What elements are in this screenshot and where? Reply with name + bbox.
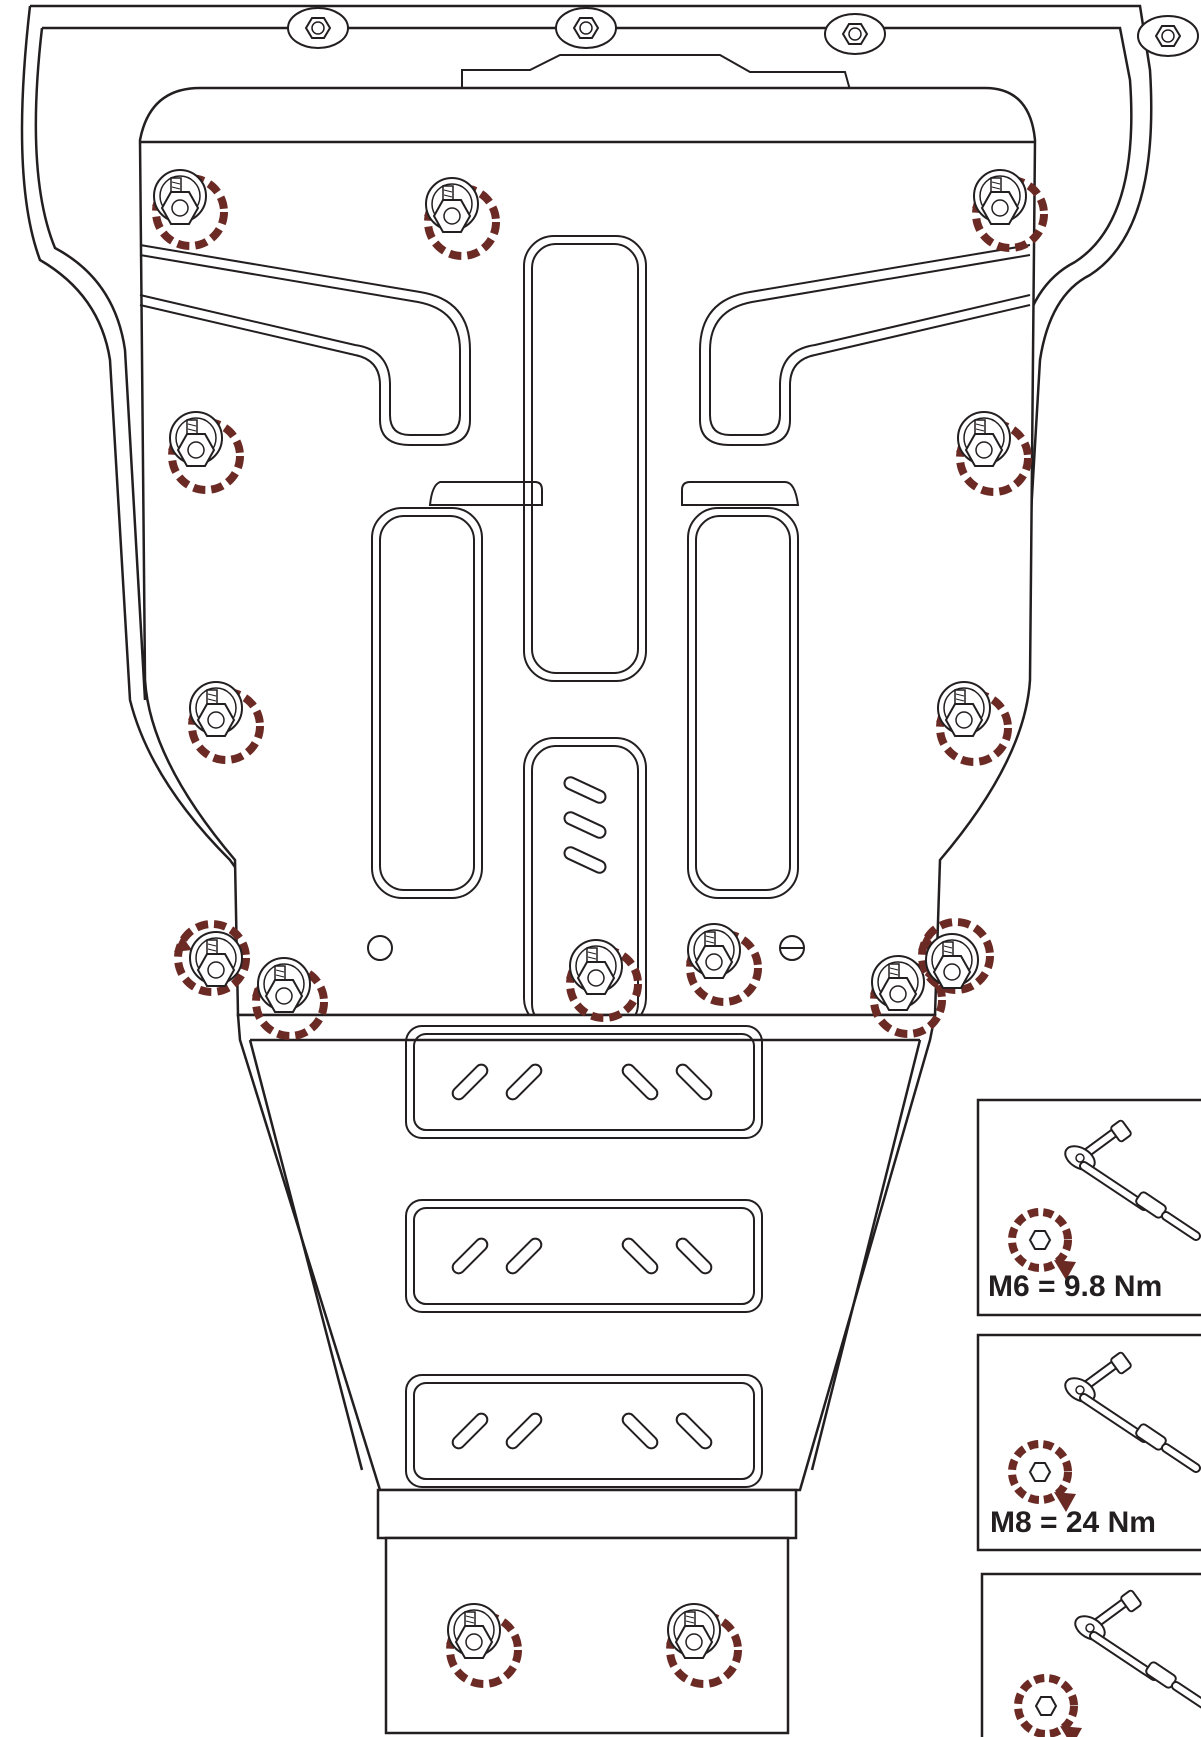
frame-nuts bbox=[287, 7, 1199, 57]
tighten-arrow-icon bbox=[1008, 1440, 1076, 1512]
torque-spec-panel-2: M8 = 24 Nm bbox=[976, 1333, 1201, 1552]
frame-nut bbox=[824, 13, 886, 55]
lower-plate-cutouts bbox=[405, 1025, 763, 1488]
frame-nut bbox=[555, 7, 617, 49]
tighten-arrow-icon bbox=[1008, 1208, 1076, 1280]
frame-nut bbox=[287, 7, 349, 49]
top-bracket bbox=[461, 54, 851, 91]
torque-spec-m8: M8 = 24 Nm bbox=[990, 1506, 1156, 1539]
main-skid-plate bbox=[138, 86, 1037, 1017]
torque-spec-m6: M6 = 9.8 Nm bbox=[988, 1270, 1162, 1303]
torque-spec-panel-1: M6 = 9.8 Nm bbox=[976, 1098, 1201, 1317]
torque-spec-panel-3 bbox=[980, 1572, 1201, 1737]
bolt-bottom-left-a bbox=[174, 924, 246, 992]
frame-nut bbox=[1137, 15, 1199, 57]
plate-cutouts bbox=[371, 235, 800, 1029]
tighten-arrow-icon bbox=[1014, 1674, 1082, 1737]
bolt-bottom-right-b bbox=[918, 922, 990, 990]
main-plate-ribs bbox=[139, 244, 1031, 446]
